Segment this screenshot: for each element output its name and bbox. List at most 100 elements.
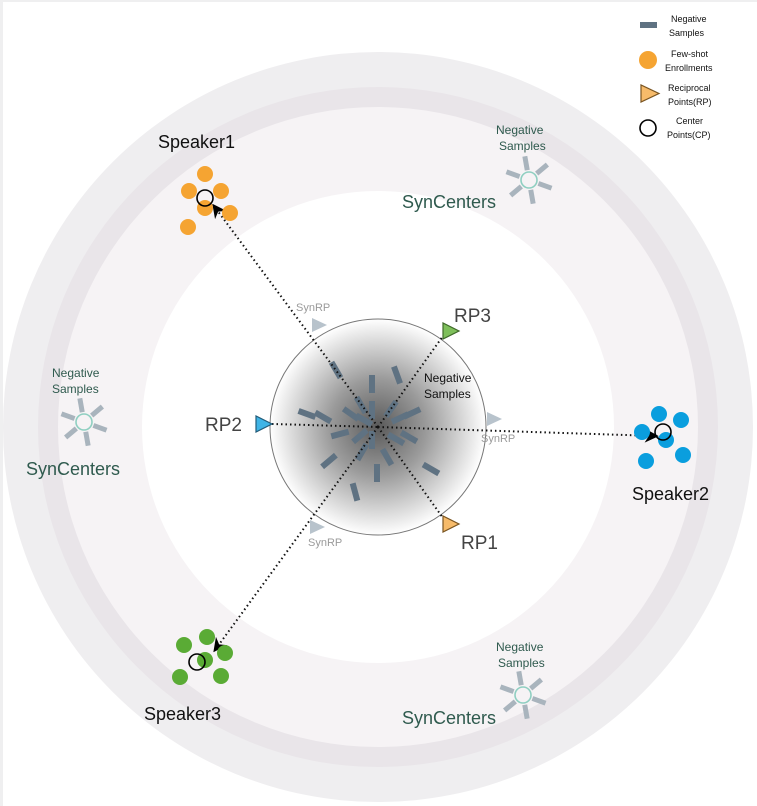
reciprocal-point-legend-icon xyxy=(640,84,661,103)
syn-negative-bar xyxy=(531,696,547,706)
rp3-triangle-icon xyxy=(442,322,461,340)
arrow-to-speaker3 xyxy=(213,426,379,653)
rp3-label: RP3 xyxy=(454,306,491,327)
syn-negative-bar xyxy=(499,684,515,694)
legend-label: Samples xyxy=(669,28,705,38)
negative-sample-bar xyxy=(374,464,380,482)
syn-negative-bar xyxy=(522,155,530,171)
negative-sample-bar xyxy=(354,412,374,428)
synrp-label: SynRP xyxy=(296,302,330,314)
syn-negative-bar xyxy=(64,426,78,440)
rp2-triangle-icon xyxy=(255,415,274,433)
negative-sample-bar xyxy=(354,442,370,462)
syn-negative-bar xyxy=(535,162,549,176)
syncenter-bottom-right: Negative Samples SynCenters xyxy=(402,640,547,728)
negative-sample-bar xyxy=(351,427,369,445)
rp1-marker: RP1 xyxy=(442,515,498,554)
negative-sample-bar xyxy=(320,452,338,470)
center-point-icon xyxy=(196,189,214,207)
negative-sample-bar xyxy=(421,461,441,477)
negative-sample-bar xyxy=(313,409,333,425)
dotted-connections xyxy=(212,203,659,653)
syn-negative-bar xyxy=(537,181,553,191)
center-negatives-line2: Samples xyxy=(424,387,471,401)
enrollment-dot xyxy=(634,424,650,440)
enrollment-dot xyxy=(176,637,192,653)
syn-negative-bar xyxy=(505,169,521,179)
line-to-rp3 xyxy=(377,335,444,428)
negative-sample-legend-icon xyxy=(640,22,657,28)
enrollment-dot xyxy=(675,447,691,463)
speaker1-cluster xyxy=(180,166,238,235)
negative-sample-bar xyxy=(369,431,375,449)
syn-neg-line1: Negative xyxy=(496,640,544,654)
syn-neg-line1: Negative xyxy=(52,366,100,380)
syncenters-label: SynCenters xyxy=(402,708,496,728)
legend: Negative Samples Few-shot Enrollments Re… xyxy=(639,14,713,140)
enrollment-dot xyxy=(197,166,213,182)
syn-negative-bar xyxy=(83,431,91,447)
syn-neg-line2: Samples xyxy=(498,656,545,670)
legend-label: Enrollments xyxy=(665,63,713,73)
legend-label: Reciprocal xyxy=(668,83,711,93)
center-negatives-line1: Negative xyxy=(424,371,472,385)
negative-sample-bar xyxy=(349,482,361,502)
syn-negative-bar xyxy=(522,704,530,720)
center-point-icon xyxy=(188,653,206,671)
syn-negative-bar xyxy=(509,184,523,198)
negative-sample-bar xyxy=(369,375,375,393)
synrp-triangle-icon xyxy=(310,520,325,534)
syncenter-circle-icon xyxy=(514,686,532,704)
syn-neg-line2: Samples xyxy=(52,382,99,396)
negative-sample-bar xyxy=(391,365,403,385)
rp1-label: RP1 xyxy=(461,533,498,554)
speaker3-label: Speaker3 xyxy=(144,704,221,724)
syn-neg-line1: Negative xyxy=(496,123,544,137)
enrollment-legend-icon xyxy=(639,51,657,69)
enrollment-dot xyxy=(172,669,188,685)
legend-label: Points(RP) xyxy=(668,97,712,107)
enrollment-dot xyxy=(199,629,215,645)
syncenter-top-right: Negative Samples SynCenters xyxy=(402,123,553,212)
enrollment-dot xyxy=(197,200,213,216)
speaker2-label: Speaker2 xyxy=(632,484,709,504)
arrow-to-speaker1 xyxy=(212,203,379,428)
speaker3-cluster xyxy=(172,629,233,685)
speaker1-label: Speaker1 xyxy=(158,132,235,152)
syn-neg-line2: Samples xyxy=(499,139,546,153)
negative-sample-bar xyxy=(297,408,317,420)
rp3-marker: RP3 xyxy=(442,306,491,340)
enrollment-dot xyxy=(222,205,238,221)
line-to-rp1 xyxy=(377,426,444,519)
enrollment-dot xyxy=(217,645,233,661)
negative-sample-bar xyxy=(379,447,395,467)
arrow-to-speaker2 xyxy=(377,426,659,443)
synrp-triangle-icon xyxy=(312,318,327,332)
legend-label: Negative xyxy=(671,14,707,24)
synrp-label: SynRP xyxy=(481,433,515,445)
rp2-label: RP2 xyxy=(205,415,242,436)
enrollment-dot xyxy=(673,412,689,428)
syn-negative-bar xyxy=(528,189,536,205)
syn-negative-bar xyxy=(90,404,104,418)
legend-label: Few-shot xyxy=(671,49,709,59)
enrollment-dot xyxy=(180,219,196,235)
enrollment-dot xyxy=(638,453,654,469)
syncenter-left: Negative Samples SynCenters xyxy=(26,366,120,479)
syn-negative-bar xyxy=(529,677,543,691)
synrp-label: SynRP xyxy=(308,537,342,549)
speaker2-cluster xyxy=(634,406,691,469)
syn-negative-bar xyxy=(516,670,524,686)
negative-sample-bar xyxy=(330,428,350,440)
enrollment-dot xyxy=(213,668,229,684)
syncenter-circle-icon xyxy=(520,171,538,189)
syncenters-label: SynCenters xyxy=(402,192,496,212)
syn-negative-bar xyxy=(60,411,76,421)
center-point-legend-icon xyxy=(639,119,657,137)
rp2-marker: RP2 xyxy=(205,415,274,436)
enrollment-dot xyxy=(213,183,229,199)
legend-label: Center xyxy=(676,116,703,126)
syn-negative-bar xyxy=(77,397,85,413)
